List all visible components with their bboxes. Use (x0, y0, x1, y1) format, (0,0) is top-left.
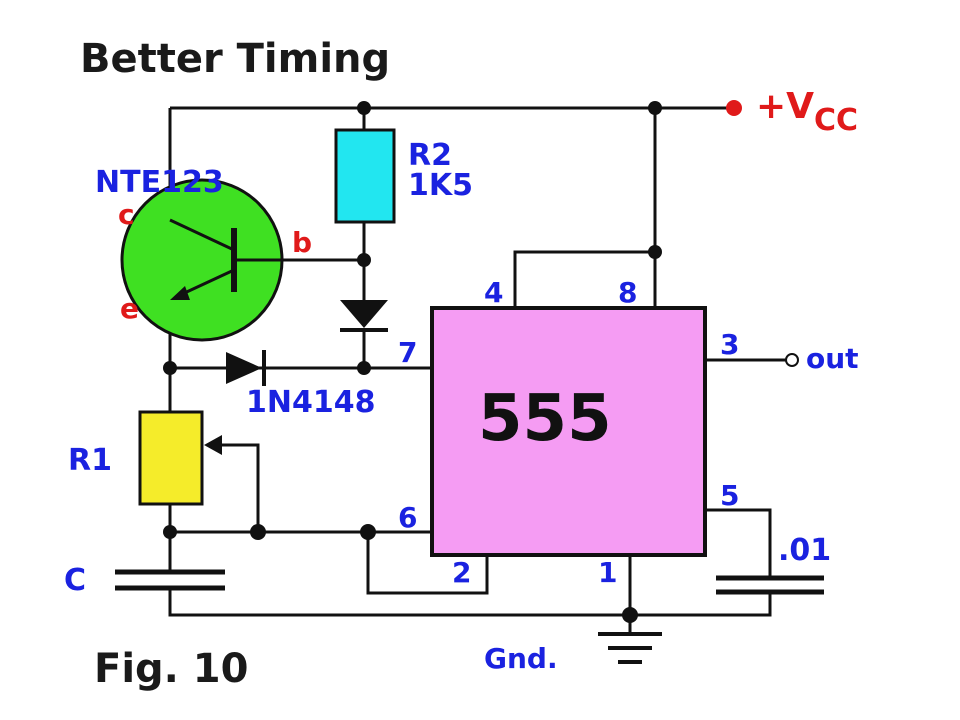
junction-dot (357, 101, 371, 115)
transistor-name-label: NTE123 (95, 165, 224, 200)
pin2-wire (366, 532, 489, 595)
pin-2-label: 2 (452, 556, 471, 589)
capacitor-01 (716, 575, 824, 595)
junction-dot (357, 253, 371, 267)
pin-4-label: 4 (484, 276, 503, 309)
diode-triangle-icon (226, 352, 262, 384)
capacitor-c (115, 569, 225, 591)
transistor-collector-lead (169, 218, 235, 252)
cap-01-label: .01 (778, 533, 831, 568)
diagram-title: Better Timing (80, 36, 390, 82)
ground-rail-right-wire (630, 592, 772, 617)
r2-name-label: R2 (408, 138, 452, 173)
junction-dot (163, 525, 177, 539)
collector-label: c (118, 198, 135, 231)
emitter-label: e (120, 292, 139, 325)
ground-label: Gnd. (484, 642, 558, 675)
ground-icon (598, 632, 662, 664)
ic-555-label: 555 (478, 382, 612, 456)
pin-5-label: 5 (720, 479, 739, 512)
wiper-wire (210, 443, 260, 532)
r2-resistor (334, 128, 396, 224)
pin-1-label: 1 (598, 556, 617, 589)
junction-dot (163, 361, 177, 375)
junction-dot (360, 524, 376, 540)
transistor-emitter-lead (177, 268, 235, 298)
junction-dot (648, 101, 662, 115)
diode-triangle-icon (340, 300, 388, 328)
vcc-terminal (726, 100, 742, 116)
base-label: b (292, 226, 312, 259)
r1-name-label: R1 (68, 443, 112, 478)
emitter-arrow-icon (170, 286, 190, 300)
junction-dots (163, 101, 662, 623)
ic-555-body (430, 306, 707, 557)
pin-3-label: 3 (720, 328, 739, 361)
r1-potentiometer (138, 410, 204, 506)
pin5-wire (705, 508, 772, 578)
vcc-label: +VCC (756, 86, 858, 138)
transistor-nte123 (120, 178, 284, 342)
junction-dot (648, 245, 662, 259)
diode-name-label: 1N4148 (246, 385, 375, 420)
output-terminal (785, 353, 799, 367)
junction-dot (250, 524, 266, 540)
cap-c-label: C (64, 563, 86, 598)
pin4-link-wire (513, 250, 655, 308)
junction-dot (357, 361, 371, 375)
pin-7-label: 7 (398, 336, 417, 369)
figure-label: Fig. 10 (94, 646, 248, 692)
junction-dot (622, 607, 638, 623)
pin-6-label: 6 (398, 501, 417, 534)
r2-value-label: 1K5 (408, 168, 473, 203)
ground-rail-left-wire (168, 588, 630, 617)
horizontal-diode-1n4148 (226, 350, 266, 386)
output-label: out (806, 342, 859, 375)
vertical-diode (340, 300, 388, 332)
wires (168, 106, 786, 632)
wiper-arrow-icon (204, 435, 222, 455)
pin-8-label: 8 (618, 276, 637, 309)
